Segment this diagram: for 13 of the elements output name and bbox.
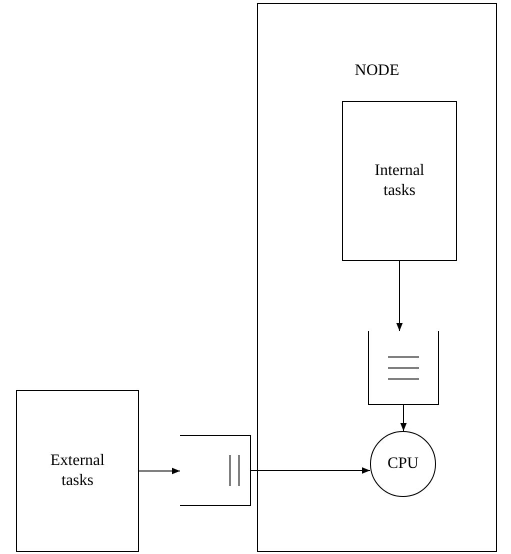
arrow [138,468,180,474]
node-label: External tasks [49,451,106,491]
queue-drawing [368,331,439,405]
task-box [342,101,457,261]
node-label: Internal tasks [374,161,426,201]
queue-drawing [180,435,251,506]
task-box [16,390,139,552]
arrow [400,404,407,432]
node-container [257,3,497,552]
arrow [250,467,370,474]
container-heading: NODE [354,62,400,80]
arrow [396,260,403,332]
node-label: CPU [387,454,419,474]
